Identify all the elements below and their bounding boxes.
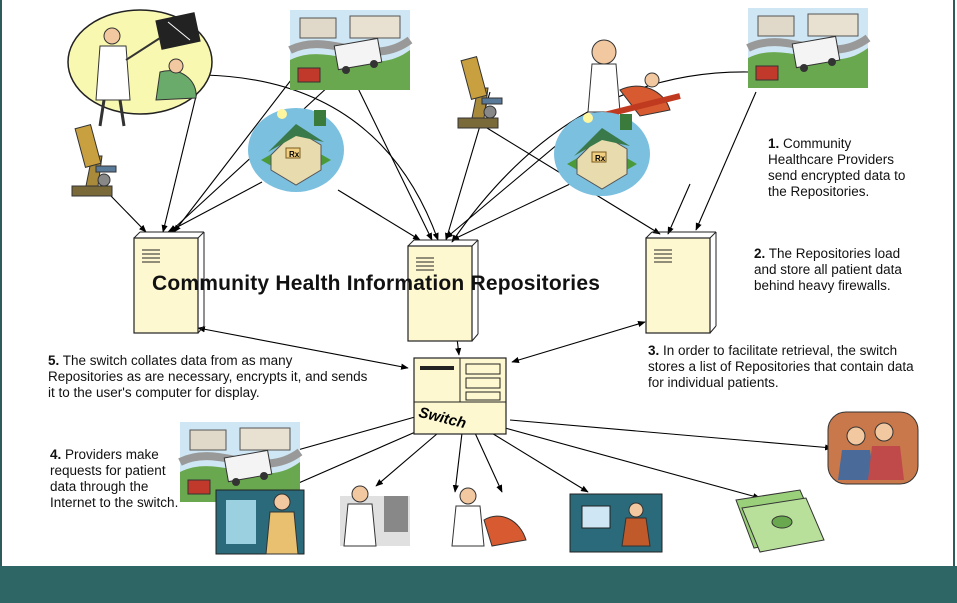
upload-arrows: [109, 57, 757, 243]
doctor-xray-icon: [67, 9, 213, 127]
delivery-arrows: [261, 416, 833, 500]
pharmacy-icon: [553, 111, 651, 197]
repository-server-right: [645, 231, 717, 334]
dentist-icon: [587, 39, 681, 119]
microscope-icon: [457, 56, 503, 129]
step-1-number: 1.: [768, 136, 780, 151]
step-5-note: 5. The switch collates data from as many…: [48, 353, 370, 401]
slide-frame-right: [953, 0, 955, 566]
computer-user-icon: [215, 489, 305, 555]
step-2-number: 2.: [754, 246, 766, 261]
step-4-text: Providers make requests for patient data…: [50, 447, 179, 510]
microscope-icon: [71, 124, 117, 197]
switch-icon: [413, 357, 507, 435]
step-5-text: The switch collates data from as many Re…: [48, 353, 368, 400]
step-1-note: 1. Community Healthcare Providers send e…: [768, 136, 918, 200]
step-4-number: 4.: [50, 447, 62, 462]
step-2-text: The Repositories load and store all pati…: [754, 246, 902, 293]
step-5-number: 5.: [48, 353, 60, 368]
ambulance-hospital-icon: [290, 10, 410, 90]
money-icon: [735, 489, 825, 553]
slide-footer-bar: [0, 566, 957, 603]
doctor-presenting-icon: [451, 487, 527, 547]
pharmacy-icon: [247, 107, 345, 193]
diagram-title: Community Health Information Repositorie…: [152, 272, 601, 295]
step-3-text: In order to facilitate retrieval, the sw…: [648, 343, 914, 390]
step-2-note: 2. The Repositories load and store all p…: [754, 246, 919, 294]
network-diagram: Rx: [67, 0, 919, 555]
slide-frame-left: [0, 0, 2, 566]
step-4-note: 4. Providers make requests for patient d…: [50, 447, 182, 511]
step-3-number: 3.: [648, 343, 660, 358]
computer-user-icon: [569, 493, 663, 553]
family-icon: [827, 411, 919, 485]
pharmacist-icon: [340, 485, 410, 547]
step-1-text: Community Healthcare Providers send encr…: [768, 136, 906, 199]
step-3-note: 3. In order to facilitate retrieval, the…: [648, 343, 931, 391]
ambulance-hospital-icon: [748, 8, 868, 88]
